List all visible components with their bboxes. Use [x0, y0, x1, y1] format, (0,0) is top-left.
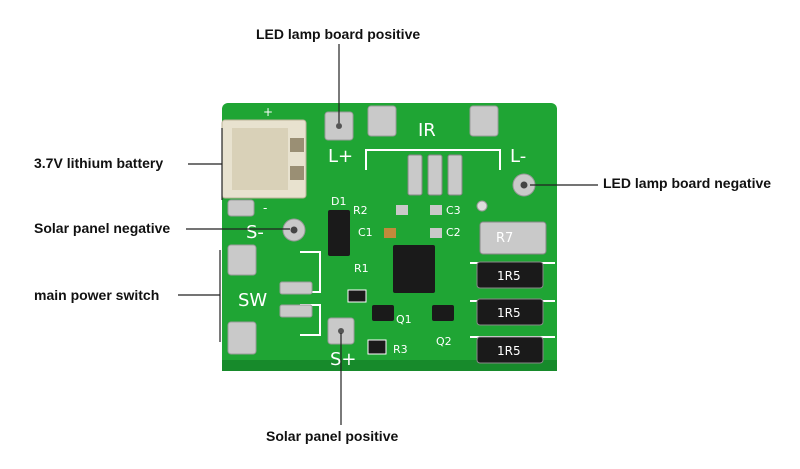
label-solar-negative: Solar panel negative: [34, 220, 171, 236]
pad-battery-minus: [227, 199, 255, 217]
diode-d1: [328, 210, 350, 256]
pad-ir-right: [469, 105, 499, 137]
silk-1r5-a: 1R5: [497, 269, 521, 283]
pad-switch-a: [279, 281, 313, 295]
resistor-1r5-c: [476, 336, 544, 364]
silk-s-minus: S-: [246, 222, 264, 243]
silk-s-plus: S+: [330, 349, 357, 370]
transistor-q1: [372, 305, 394, 321]
silk-minus-mark: -: [263, 201, 267, 215]
silk-c1: C1: [358, 226, 373, 239]
battery-connector-pin-a: [290, 138, 304, 152]
pcb-board-shadow: [222, 360, 557, 371]
resistor-1r5-a: [476, 261, 544, 289]
pad-sw-top: [227, 244, 257, 276]
resistor-1r5-b: [476, 298, 544, 326]
label-led-negative: LED lamp board negative: [603, 175, 772, 191]
transistor-q2: [432, 305, 454, 321]
battery-connector-pin-b: [290, 166, 304, 180]
pad-sw-bottom: [227, 321, 257, 355]
silk-r3: R3: [393, 343, 408, 356]
silk-plus-mark: +: [263, 105, 273, 119]
silk-c3: C3: [446, 204, 461, 217]
silk-c2: C2: [446, 226, 461, 239]
label-battery: 3.7V lithium battery: [34, 155, 164, 171]
resistor-r7: [479, 221, 547, 255]
holes: [282, 123, 536, 334]
cap-c1: [384, 228, 396, 238]
silk-q1: Q1: [396, 313, 412, 326]
pad-ir-left: [367, 105, 397, 137]
pad-switch-b: [279, 304, 313, 318]
label-solar-positive: Solar panel positive: [266, 428, 399, 444]
silk-l-plus: L+: [328, 146, 353, 167]
resistor-r1: [347, 289, 367, 303]
label-power-switch: main power switch: [34, 287, 160, 303]
silk-sw: SW: [238, 290, 267, 311]
silk-1r5-b: 1R5: [497, 306, 521, 320]
silk-r7: R7: [496, 231, 513, 246]
silk-1r5-c: 1R5: [497, 344, 521, 358]
silk-d1: D1: [331, 195, 346, 208]
silk-q2: Q2: [436, 335, 452, 348]
silk-ir: IR: [418, 120, 436, 141]
smd-c3: [430, 205, 442, 215]
ic-chip: [393, 245, 435, 293]
silk-r1: R1: [354, 262, 369, 275]
battery-connector-slot: [232, 128, 288, 190]
callout-lines: [178, 44, 598, 425]
smd-c2: [430, 228, 442, 238]
silk-l-minus: L-: [510, 146, 526, 167]
silk-r2: R2: [353, 204, 368, 217]
smd-r2: [396, 205, 408, 215]
resistor-r3: [367, 339, 387, 355]
label-led-positive: LED lamp board positive: [256, 26, 421, 42]
ir-pads: [407, 154, 463, 196]
